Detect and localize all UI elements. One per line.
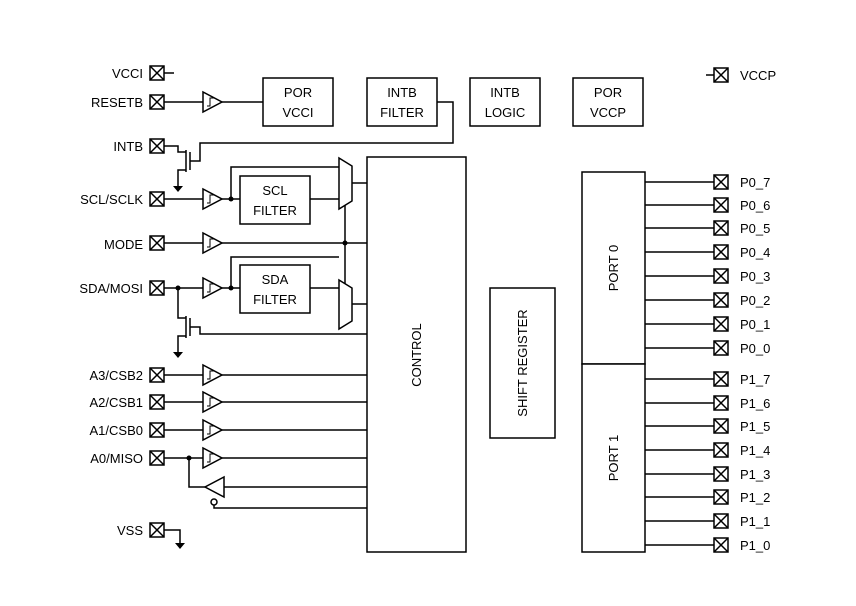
pin-pad-p1-4 [713,442,729,458]
por-vccp-block [572,77,644,127]
pin-label-p0-2: P0_2 [740,293,770,308]
por-vcci-label-2: VCCI [282,105,313,120]
intb-filter-label-2: FILTER [380,105,424,120]
pin-pad-p0-2 [713,292,729,308]
pin-pad-a2 [149,394,165,410]
sda-nmos-transistor [173,288,367,358]
pin-pad-p1-0 [713,537,729,553]
pin-pad-p1-6 [713,395,729,411]
control-label: CONTROL [409,323,424,387]
pin-pad-sda [149,280,165,296]
mux-scl [338,156,353,211]
vss-ground-icon [175,543,185,549]
pin-label-p1-2: P1_2 [740,490,770,505]
pin-label-p1-7: P1_7 [740,372,770,387]
pin-pad-resetb [149,94,165,110]
scl-filter-label-2: FILTER [253,203,297,218]
pin-label-vcci: VCCI [112,66,143,81]
pin-label-vccp: VCCP [740,68,776,83]
pin-pad-p1-3 [713,466,729,482]
intb-logic-block [469,77,541,127]
pin-label-resetb: RESETB [91,95,143,110]
pin-pad-mode [149,235,165,251]
pin-pad-p1-2 [713,489,729,505]
pin-label-a3: A3/CSB2 [90,368,143,383]
control-block [366,156,467,553]
pin-pad-p0-4 [713,244,729,260]
buffer-sda [202,276,224,300]
intb-logic-label-2: LOGIC [485,105,525,120]
pin-label-p1-0: P1_0 [740,538,770,553]
pin-pad-intb [149,138,165,154]
pin-pad-a1 [149,422,165,438]
pin-label-a2: A2/CSB1 [90,395,143,410]
pin-pad-p1-7 [713,371,729,387]
pin-pad-p0-5 [713,220,729,236]
port1-block [581,363,646,553]
pin-label-p0-3: P0_3 [740,269,770,284]
pin-pad-vcci [149,65,165,81]
buffer-a1 [202,418,224,442]
miso-output-driver [188,458,367,509]
pin-label-p1-3: P1_3 [740,467,770,482]
intb-filter-block [366,77,438,127]
intb-nmos-transistor [173,150,191,192]
pin-label-p1-1: P1_1 [740,514,770,529]
pin-label-p1-5: P1_5 [740,419,770,434]
buffer-mode [202,231,224,255]
buffer-resetb [202,90,224,114]
por-vccp-label-1: POR [594,85,622,100]
pin-label-mode: MODE [104,237,143,252]
pin-label-p0-4: P0_4 [740,245,770,260]
pin-label-a0: A0/MISO [90,451,143,466]
pin-label-intb: INTB [113,139,143,154]
pin-pad-vss [149,522,165,538]
mux-sda [338,278,353,331]
port0-label: PORT 0 [606,245,621,291]
shift-register-block [489,287,556,439]
pin-label-p1-6: P1_6 [740,396,770,411]
port1-label: PORT 1 [606,435,621,481]
pin-label-p1-4: P1_4 [740,443,770,458]
shift-register-label: SHIFT REGISTER [515,309,530,416]
pin-label-p0-7: P0_7 [740,175,770,190]
pin-pad-p0-0 [713,340,729,356]
pin-pad-a0 [149,450,165,466]
pin-label-vss: VSS [117,523,143,538]
buffer-a2 [202,390,224,414]
sda-filter-block [239,264,311,314]
pin-label-p0-6: P0_6 [740,198,770,213]
pin-label-p0-0: P0_0 [740,341,770,356]
por-vcci-label-1: POR [284,85,312,100]
buffer-scl [202,187,224,211]
buffer-a0 [202,446,224,470]
pin-pad-vccp [713,67,729,83]
intb-logic-label-1: INTB [490,85,520,100]
sda-filter-label-2: FILTER [253,292,297,307]
pin-label-p0-5: P0_5 [740,221,770,236]
intb-filter-label-1: INTB [387,85,417,100]
pin-pad-p1-1 [713,513,729,529]
sda-filter-label-1: SDA [262,272,289,287]
pin-pad-p0-6 [713,197,729,213]
pin-label-sda: SDA/MOSI [79,281,143,296]
scl-filter-label-1: SCL [262,183,287,198]
scl-filter-block [239,175,311,225]
pin-pad-p1-5 [713,418,729,434]
pin-pad-scl [149,191,165,207]
pin-label-a1: A1/CSB0 [90,423,143,438]
pin-pad-p0-1 [713,316,729,332]
pin-label-scl: SCL/SCLK [80,192,143,207]
pin-pad-p0-3 [713,268,729,284]
pin-pad-p0-7 [713,174,729,190]
pin-pad-a3 [149,367,165,383]
por-vccp-label-2: VCCP [590,105,626,120]
pin-label-p0-1: P0_1 [740,317,770,332]
buffer-a3 [202,363,224,387]
